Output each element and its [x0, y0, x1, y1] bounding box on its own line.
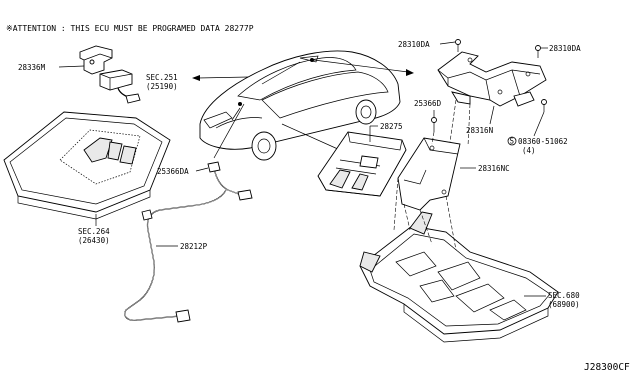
part-28275-ecu — [317, 131, 407, 197]
label-28275: 28275 — [380, 122, 403, 131]
diagram-code: J28300CF — [584, 362, 630, 372]
label-28310da-left: 28310DA — [398, 40, 430, 49]
label-28336m: 28336M — [18, 63, 46, 72]
label-28212p: 28212P — [180, 242, 208, 251]
part-25366d-bolt — [431, 117, 437, 132]
label-25366d: 25366D — [414, 99, 442, 108]
label-08360-group: S 08360-51062 (4) — [507, 136, 568, 155]
part-28310da-bolt-right — [535, 45, 541, 58]
label-sec264: SEC.264 — [78, 227, 110, 236]
part-08360-screw — [541, 99, 547, 112]
part-floor-mat-sec264 — [3, 111, 171, 220]
label-08360-symbol: S — [510, 137, 515, 146]
label-sec251: SEC.251 — [146, 73, 178, 82]
label-sec264-sub: (26430) — [78, 236, 110, 245]
part-undercover-sec680 — [359, 211, 559, 343]
attention-note: ※ATTENTION : THIS ECU MUST BE PROGRAMED … — [6, 24, 254, 33]
label-28316n: 28316N — [466, 126, 493, 135]
label-08360: 08360-51062 — [518, 137, 568, 146]
label-sec680: SEC.680 — [548, 291, 580, 300]
label-sec251-sub: (25190) — [146, 82, 178, 91]
label-28310da-right: 28310DA — [549, 44, 581, 53]
label-sec680-sub: (68900) — [548, 300, 580, 309]
part-28316nc-bracket — [397, 137, 461, 211]
part-28212p-harness — [124, 161, 253, 323]
label-28316nc: 28316NC — [478, 164, 510, 173]
part-28310da-bolt-left — [455, 39, 461, 52]
part-28316n-bracket — [437, 51, 547, 107]
label-25366da: 25366DA — [157, 167, 189, 176]
vehicle-illustration — [199, 50, 401, 161]
part-28336m-bracket — [79, 45, 113, 75]
label-08360-qty: (4) — [522, 146, 536, 155]
part-sensor-sec251 — [99, 69, 141, 104]
